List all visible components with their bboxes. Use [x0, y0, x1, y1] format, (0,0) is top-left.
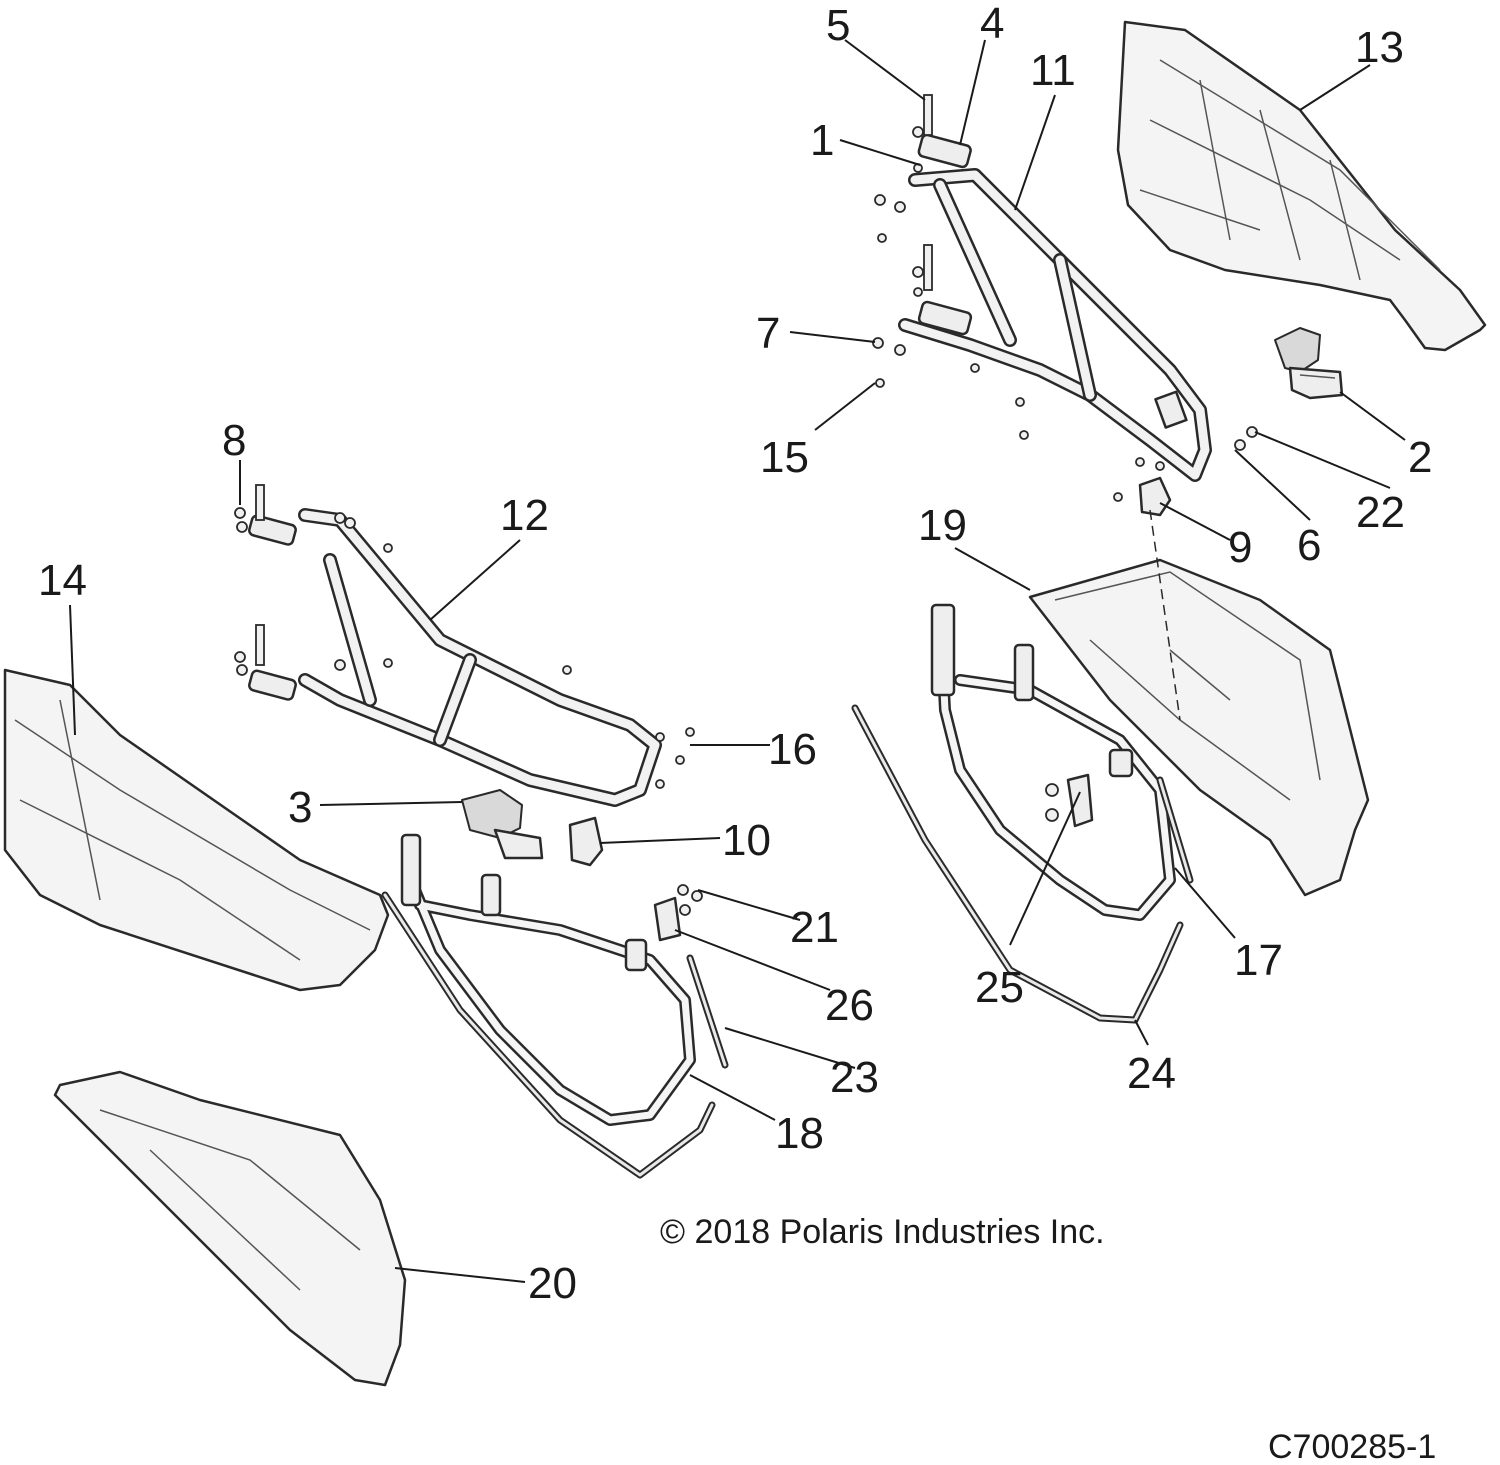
seal-24 — [851, 704, 1184, 1024]
callout-3: 3 — [288, 783, 312, 832]
callout-11: 11 — [1030, 46, 1076, 95]
seal-front — [381, 891, 716, 1179]
callout-2: 2 — [1408, 433, 1432, 482]
callout-numbers: 1 2 3 4 5 6 7 8 9 10 11 12 13 14 15 16 1… — [38, 0, 1432, 1308]
callout-23: 23 — [830, 1053, 879, 1102]
callout-14: 14 — [38, 556, 87, 605]
callout-17: 17 — [1234, 936, 1283, 985]
callout-21: 21 — [790, 903, 839, 952]
hinge-lower-rear — [912, 244, 973, 336]
leader-lines — [69, 39, 1406, 1283]
callout-9: 9 — [1228, 523, 1252, 572]
door-panel-13 — [1116, 20, 1487, 352]
door-inner-19 — [1028, 558, 1370, 897]
figure-code: C700285-1 — [1268, 1428, 1436, 1465]
callout-15: 15 — [760, 433, 809, 482]
hinge-lower-front — [234, 624, 297, 701]
callout-20: 20 — [528, 1259, 577, 1308]
callout-22: 22 — [1356, 488, 1405, 537]
door-frame-12 — [298, 508, 662, 807]
callout-13: 13 — [1355, 23, 1404, 72]
bolts-rear-frame — [872, 194, 1258, 502]
callout-18: 18 — [775, 1109, 824, 1158]
door-frame-11 — [898, 168, 1212, 482]
callout-12: 12 — [500, 491, 549, 540]
callout-7: 7 — [756, 309, 780, 358]
bracket-26 — [653, 884, 703, 942]
bolts-front-frame — [334, 512, 695, 789]
door-panel-14 — [3, 668, 390, 992]
latch-2 — [1274, 327, 1344, 400]
callout-4: 4 — [980, 0, 1004, 48]
callout-1: 1 — [810, 116, 834, 165]
copyright-notice: © 2018 Polaris Industries Inc. — [660, 1213, 1105, 1251]
bracket-25 — [1045, 773, 1094, 828]
striker-10 — [568, 816, 604, 867]
seal-strip-rear — [1156, 776, 1194, 884]
callout-5: 5 — [826, 1, 850, 50]
callout-25: 25 — [975, 963, 1024, 1012]
callout-8: 8 — [222, 416, 246, 465]
hinge-upper-front — [234, 484, 297, 546]
callout-6: 6 — [1297, 521, 1321, 570]
striker-9 — [1138, 476, 1172, 517]
callout-16: 16 — [768, 725, 817, 774]
callout-10: 10 — [722, 816, 771, 865]
seal-strip-23 — [686, 954, 729, 1069]
hinge-upper-rear — [912, 94, 972, 173]
callout-24: 24 — [1127, 1049, 1176, 1098]
callout-19: 19 — [918, 501, 967, 550]
tube-frame-17 — [930, 603, 1176, 921]
door-panel-20 — [53, 1070, 407, 1387]
tube-frame-18 — [400, 833, 696, 1126]
latch-3 — [461, 789, 544, 860]
callout-26: 26 — [825, 981, 874, 1030]
